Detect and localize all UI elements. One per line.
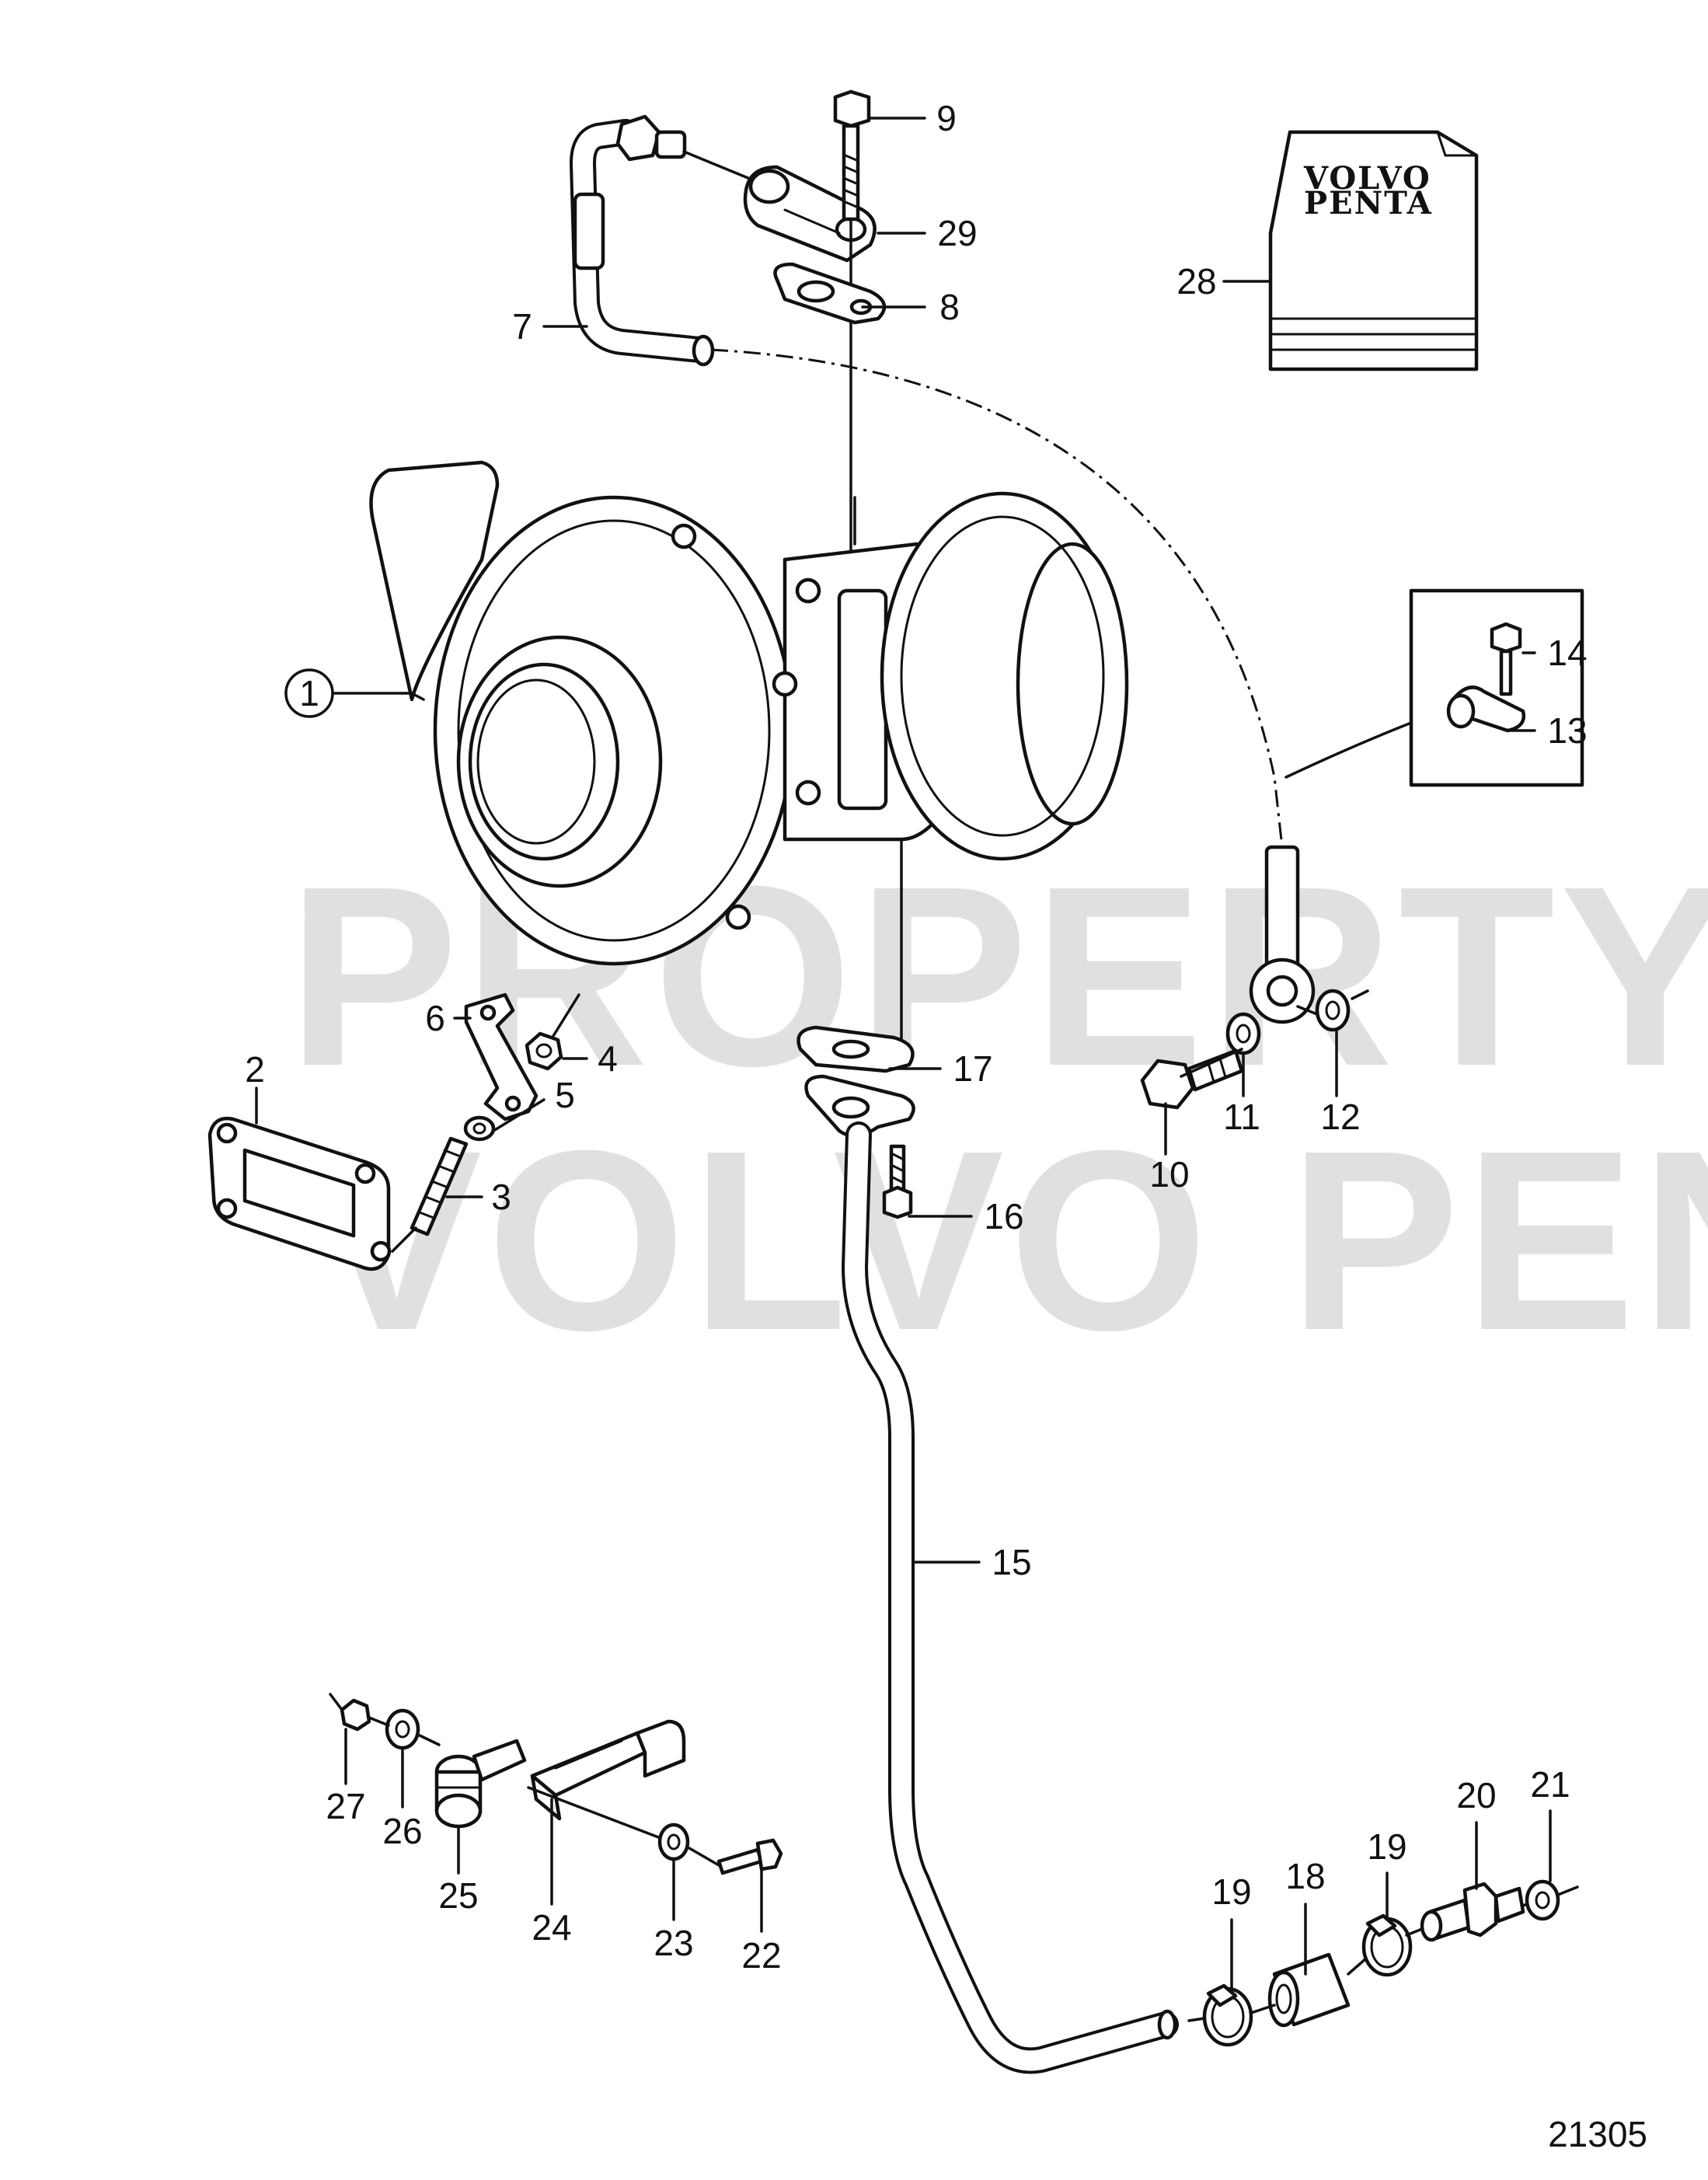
callout-16: 16 (984, 1196, 1023, 1236)
banjo-fitting (1249, 845, 1316, 1024)
flange-bolt (833, 89, 871, 630)
bracket-washer (657, 1822, 690, 1861)
pipe-clamp (434, 1739, 527, 1829)
pipe-bracket (530, 1719, 686, 1821)
manual-brand-volvo: VOLVO (1303, 160, 1431, 197)
callout-23: 23 (654, 1923, 693, 1963)
drain-hose (1267, 1952, 1351, 2028)
callout-22: 22 (741, 1935, 781, 1976)
drain-flange-bolt (882, 1144, 913, 1219)
figure-number: 21305 (1548, 2114, 1647, 2154)
callout-7: 7 (512, 306, 532, 347)
sealing-washer-12 (1315, 989, 1351, 1032)
oil-inlet-flange (743, 165, 877, 263)
banjo-bolt (1140, 1048, 1244, 1110)
callout-28: 28 (1176, 261, 1216, 302)
callout-20: 20 (1456, 1775, 1496, 1816)
callout-9: 9 (936, 98, 957, 138)
callout-5: 5 (555, 1075, 575, 1115)
callout-10: 10 (1149, 1154, 1189, 1195)
sealing-washer-11 (1225, 1012, 1261, 1055)
oil-drain-pipe (804, 1074, 1179, 2074)
exhaust-gasket (207, 1116, 392, 1271)
clamp-nut (340, 1698, 371, 1732)
bracket-bolt (716, 1838, 783, 1875)
callout-8: 8 (939, 287, 960, 327)
oil-inlet-gasket (773, 262, 887, 325)
callout-1-circle (284, 668, 334, 718)
callout-12: 12 (1320, 1097, 1360, 1137)
washer (463, 1115, 496, 1142)
hose-nipple (1420, 1882, 1525, 1942)
callout-25: 25 (438, 1875, 478, 1916)
routing-dashed-line (710, 348, 1284, 848)
callout-18: 18 (1285, 1856, 1325, 1896)
lock-plate (464, 992, 539, 1121)
callout-19a: 19 (1211, 1871, 1251, 1912)
callout-19b: 19 (1367, 1826, 1406, 1867)
manual-brand-penta: PENTA (1304, 185, 1433, 221)
stud-leader (391, 1226, 417, 1253)
turbocharger (369, 460, 1129, 1059)
stud (410, 1136, 469, 1236)
oil-feed-pipe (570, 114, 751, 367)
callout-2: 2 (245, 1049, 265, 1090)
callout-6: 6 (425, 998, 445, 1038)
callout-leaders (255, 117, 1552, 1991)
nut (525, 1031, 563, 1071)
callout-13: 13 (1547, 710, 1587, 751)
oil-drain-gasket (796, 1025, 915, 1073)
watermark-line-2: VOLVO PENTA (311, 1097, 1708, 1383)
callout-14: 14 (1547, 633, 1587, 673)
callout-1: 1 (299, 673, 319, 713)
callout-3: 3 (491, 1177, 511, 1217)
callout-15: 15 (992, 1542, 1031, 1582)
hose-clamp-1 (1202, 1983, 1253, 2047)
callouts: 1 2 3 4 5 6 7 8 9 10 11 12 13 14 15 16 1… (245, 98, 1587, 1976)
callout-11: 11 (1223, 1097, 1260, 1137)
callout-24: 24 (532, 1907, 571, 1948)
callout-29: 29 (937, 213, 977, 253)
callout-21: 21 (1530, 1764, 1570, 1805)
clamp-washer (385, 1708, 420, 1750)
callout-27: 27 (326, 1786, 365, 1826)
hose-clamp-2 (1361, 1913, 1413, 1977)
instruction-manual: VOLVO PENTA (1268, 130, 1479, 371)
callout-4: 4 (598, 1038, 618, 1079)
sealing-washer-21 (1525, 1879, 1560, 1921)
callout-26: 26 (382, 1811, 422, 1851)
detail-inset (1284, 588, 1584, 787)
callout-17: 17 (953, 1048, 992, 1089)
